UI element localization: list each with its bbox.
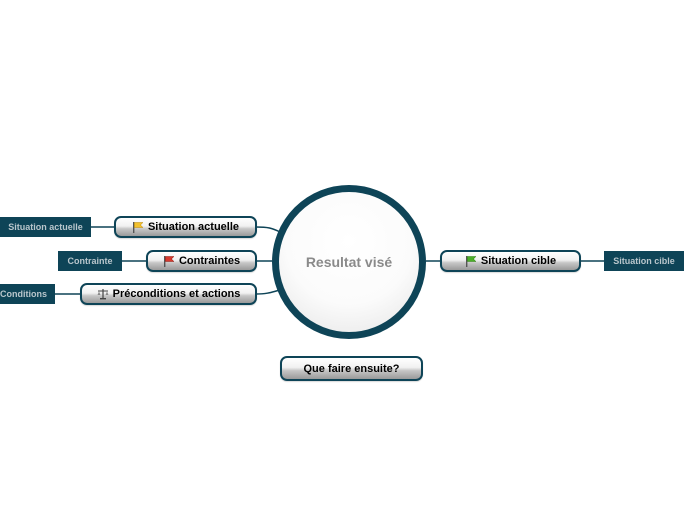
topic-situation-actuelle[interactable]: Situation actuelle (114, 216, 257, 238)
central-node-label: Resultat visé (305, 254, 393, 270)
topic-next[interactable]: Que faire ensuite? (280, 356, 423, 381)
leaf-contrainte-label: Contrainte (67, 256, 113, 266)
leaf-situation-cible[interactable]: Situation cible (604, 251, 684, 271)
leaf-conditions[interactable]: Conditions (0, 284, 55, 304)
leaf-situation-actuelle-label: Situation actuelle (8, 222, 83, 232)
topic-preconditions-label: Préconditions et actions (112, 288, 241, 300)
red-flag-icon (163, 255, 175, 267)
leaf-situation-cible-label: Situation cible (613, 256, 675, 266)
topic-situation-actuelle-label: Situation actuelle (147, 221, 240, 233)
scales-icon (97, 288, 109, 300)
topic-preconditions[interactable]: Préconditions et actions (80, 283, 257, 305)
leaf-contrainte[interactable]: Contrainte (58, 251, 122, 271)
yellow-flag-icon (132, 221, 144, 233)
central-node[interactable]: Resultat visé (272, 185, 426, 339)
leaf-situation-actuelle[interactable]: Situation actuelle (0, 217, 91, 237)
topic-contraintes[interactable]: Contraintes (146, 250, 257, 272)
topic-contraintes-label: Contraintes (178, 255, 241, 267)
topic-next-label: Que faire ensuite? (303, 362, 400, 375)
leaf-conditions-label: Conditions (0, 289, 47, 299)
topic-situation-cible[interactable]: Situation cible (440, 250, 581, 272)
topic-situation-cible-label: Situation cible (480, 255, 557, 267)
green-flag-icon (465, 255, 477, 267)
